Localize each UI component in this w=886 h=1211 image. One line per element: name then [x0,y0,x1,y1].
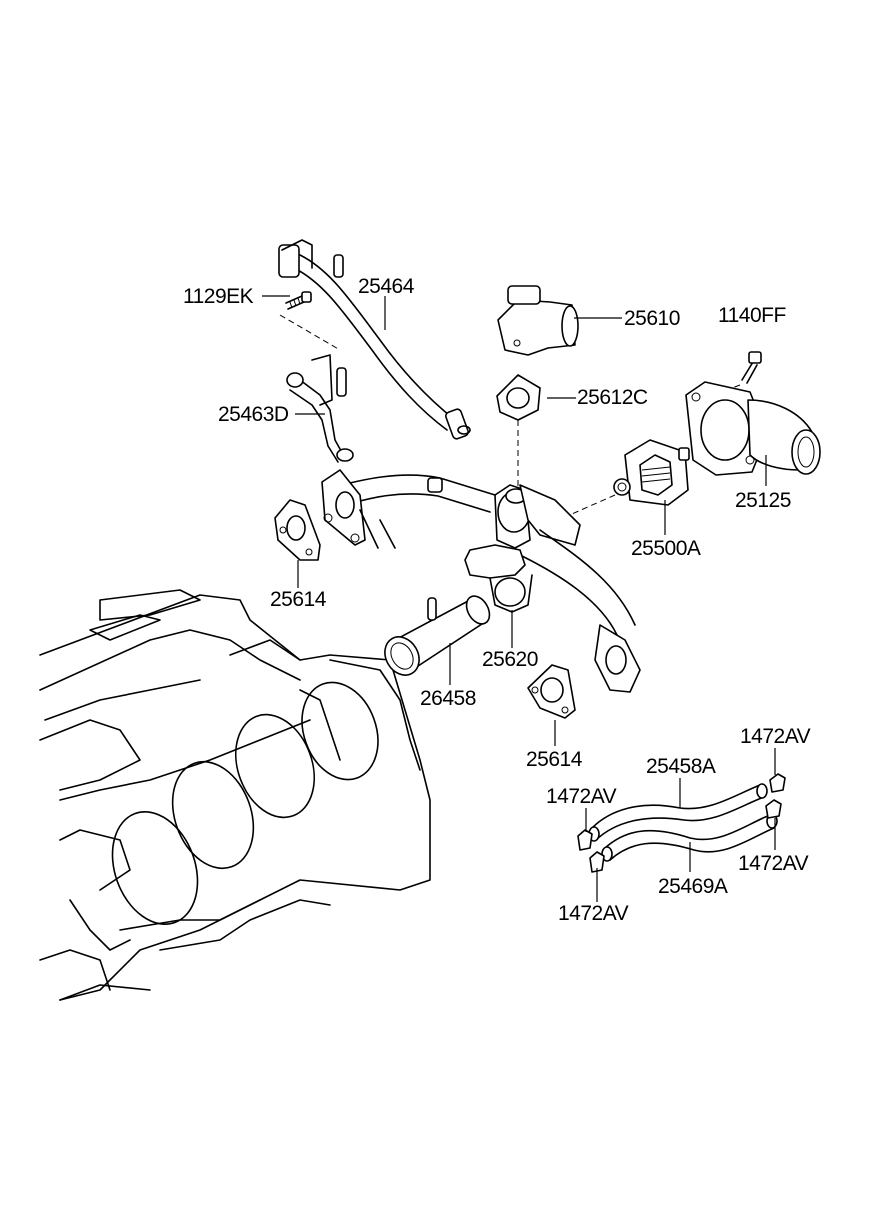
leader-lines [262,295,776,902]
label-26458: 26458 [420,687,476,710]
label-25464: 25464 [358,275,415,298]
label-25610: 25610 [624,307,680,330]
gasket-25614-lower [527,664,576,719]
label-25458A: 25458A [646,755,716,778]
bolt-1129EK [285,291,312,310]
label-1129EK: 1129EK [183,285,254,308]
dash-line-thermostat [539,494,616,529]
label-1472AV-right: 1472AV [738,852,809,875]
label-25125: 25125 [735,489,791,512]
label-1472AV-bottom: 1472AV [558,902,629,925]
label-25463D: 25463D [218,403,289,426]
gasket-25614-upper [274,499,321,561]
engine-block [39,589,431,1001]
housing-25610 [497,285,579,356]
pipe-26458 [384,595,491,676]
label-25500A: 25500A [631,537,701,560]
bolt-1140FF [741,351,762,384]
label-25614-lower: 25614 [526,748,583,771]
label-1472AV-left: 1472AV [546,785,617,808]
fitting-25125 [685,381,821,476]
thermostat-25500A [613,439,690,506]
label-25620: 25620 [482,648,538,671]
label-1472AV-top-right: 1472AV [740,725,811,748]
label-25469A: 25469A [658,875,728,898]
manifold-25620 [321,469,641,693]
pipe-25464 [278,239,471,440]
dash-line-bolt [279,314,341,351]
label-25614-upper: 25614 [270,588,327,611]
label-25612C: 25612C [577,386,648,409]
clamps-1472AV [577,773,786,873]
label-1140FF: 1140FF [718,304,786,327]
pipe-25463D [286,354,354,463]
gasket-25612C [496,374,541,421]
